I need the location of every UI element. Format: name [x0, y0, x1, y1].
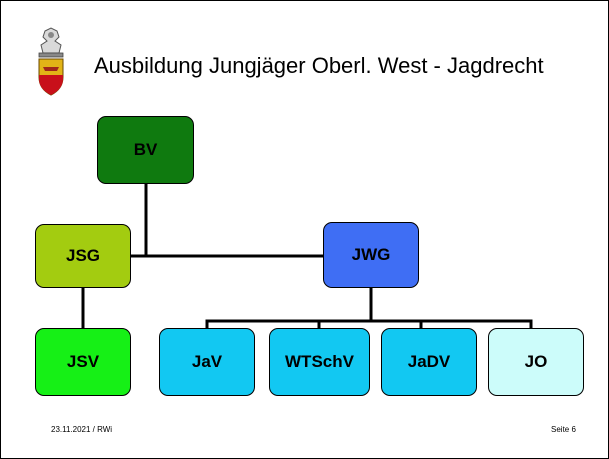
footer-page-number: Seite 6 [551, 425, 576, 434]
node-wtschv: WTSchV [269, 328, 370, 396]
node-wtschv-label: WTSchV [285, 352, 354, 371]
node-jsv-label: JSV [66, 352, 100, 371]
node-jwg-label: JWG [351, 245, 391, 264]
node-bv-label: BV [133, 140, 158, 159]
node-jo-label: JO [524, 352, 548, 371]
node-jav: JaV [159, 328, 255, 396]
node-jadv-label: JaDV [407, 352, 451, 371]
node-jadv: JaDV [381, 328, 477, 396]
node-jav-label: JaV [191, 352, 223, 371]
node-jwg: JWG [323, 222, 419, 288]
footer-date: 23.11.2021 / RWi [51, 425, 113, 434]
slide-title: Ausbildung Jungjäger Oberl. West - Jagdr… [94, 53, 544, 78]
node-jsv: JSV [35, 328, 131, 396]
node-bv: BV [97, 116, 194, 184]
node-jsg-label: JSG [65, 246, 101, 265]
node-jsg: JSG [35, 224, 131, 288]
coat-of-arms-icon [38, 27, 64, 96]
node-jo: JO [488, 328, 584, 396]
